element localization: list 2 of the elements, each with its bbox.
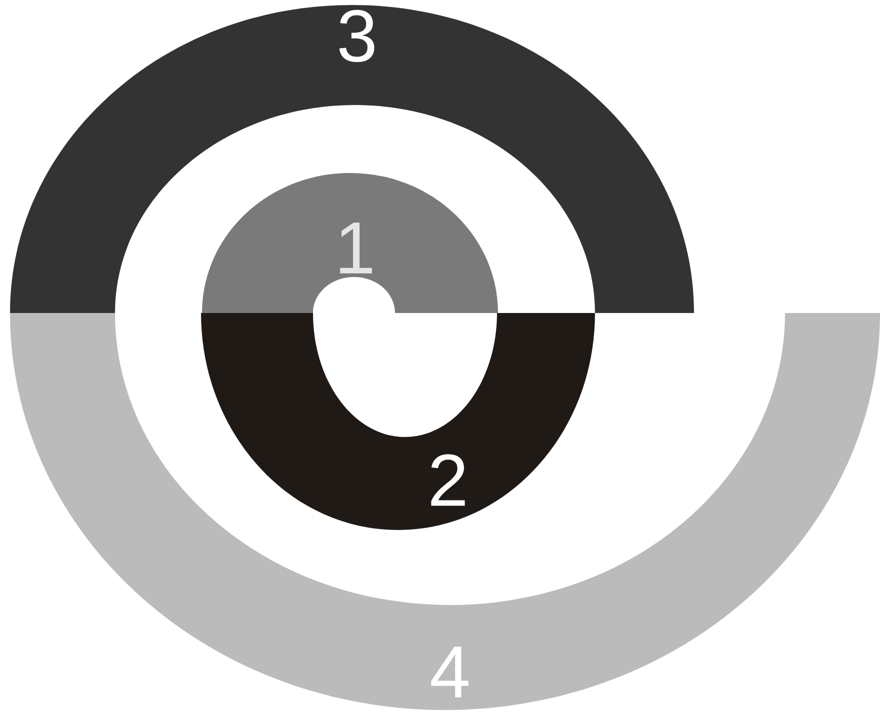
spiral-band: 2 xyxy=(201,312,595,530)
spiral-band: 1 xyxy=(202,172,498,313)
